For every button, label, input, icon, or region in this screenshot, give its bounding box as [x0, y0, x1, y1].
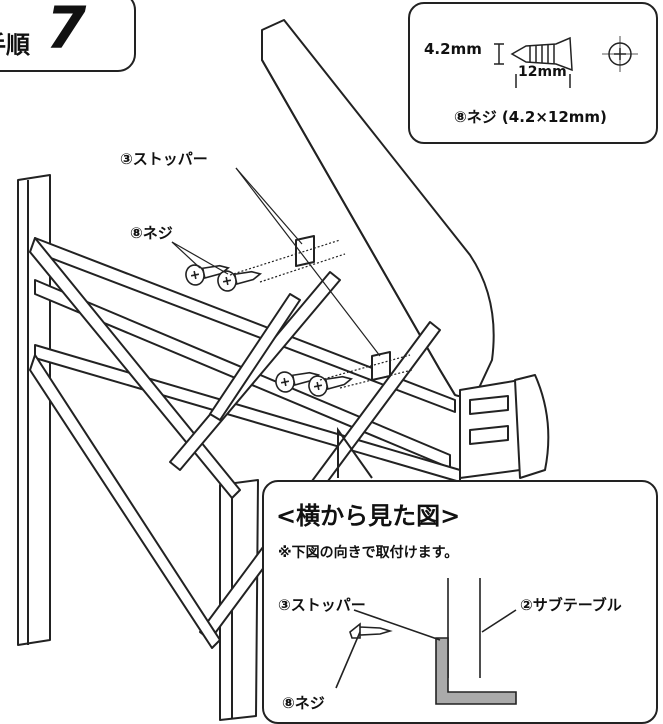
screw-length: 12mm: [518, 64, 567, 80]
step-label: 手順: [0, 31, 30, 59]
side-view-stopper-label: ③ストッパー: [278, 596, 366, 614]
stopper-callout: ③ストッパー: [120, 150, 208, 168]
step-number: 7: [46, 0, 87, 62]
side-view-note: ※下図の向きで取付けます。: [278, 545, 459, 561]
screw-spec-panel: 4.2mm 12mm ⑧ネジ (4.2×12mm): [408, 2, 658, 144]
side-view-diagram: [335, 578, 517, 705]
screw-spec-caption: ⑧ネジ (4.2×12mm): [454, 108, 607, 126]
side-view-subtable-label: ②サブテーブル: [520, 596, 622, 614]
side-view-panel: <横から見た図> ※下図の向きで取付けます。 ③ストッパー ②サブテーブル ⑧ネ…: [262, 480, 658, 724]
screw-diagram-icon: [494, 36, 638, 88]
screw-diameter: 4.2mm: [424, 40, 482, 58]
step-badge: 手順 7: [0, 0, 136, 72]
side-view-title: <横から見た図>: [276, 502, 461, 530]
side-view-screw-label: ⑧ネジ: [282, 694, 325, 712]
screw-callout: ⑧ネジ: [130, 224, 173, 242]
